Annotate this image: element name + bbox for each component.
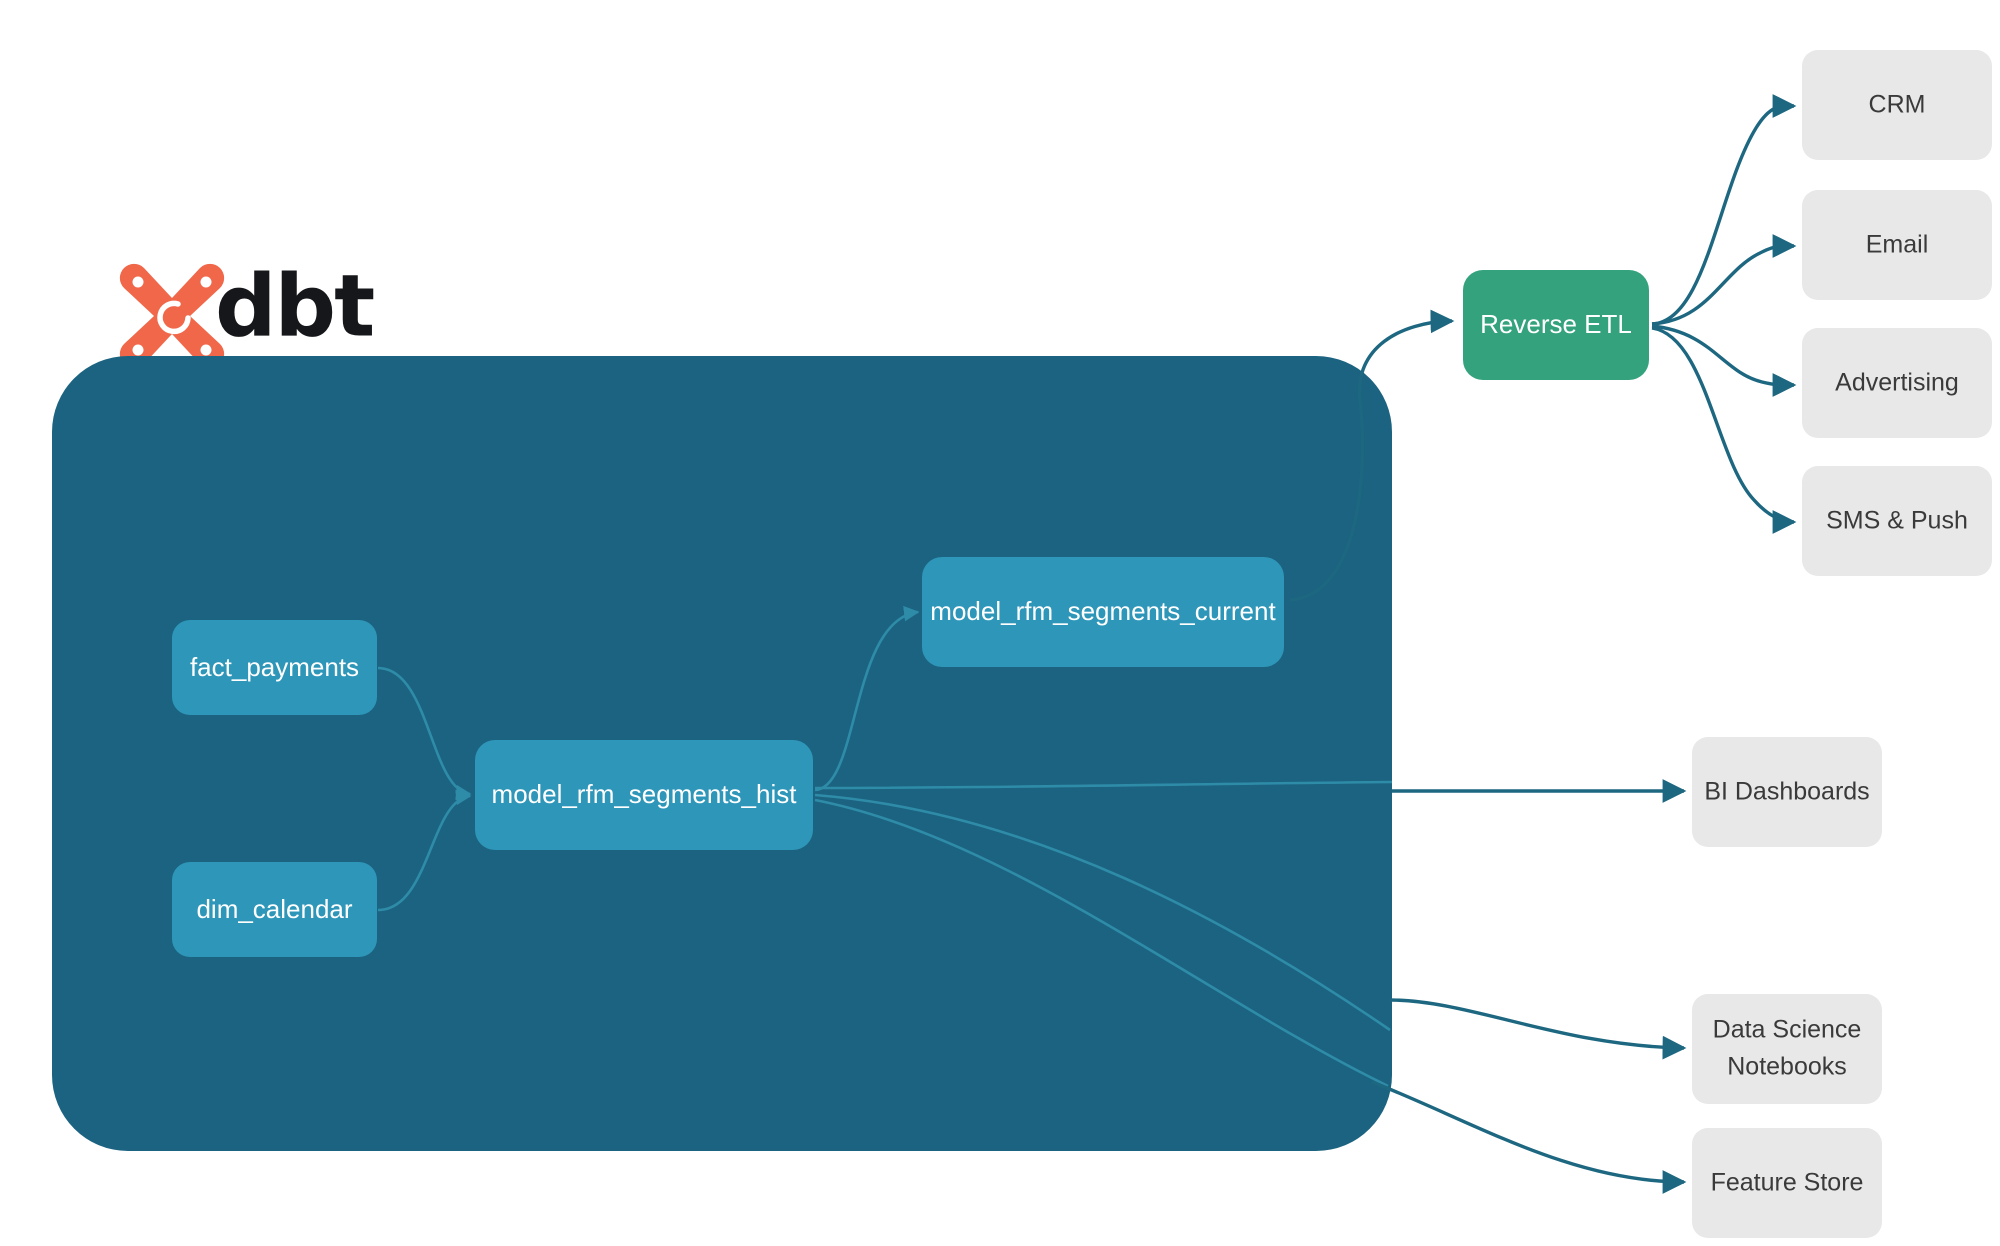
dbt-x-logo-icon	[119, 263, 225, 369]
destination-node-email[interactable]: Email	[1802, 190, 1992, 300]
destination-node-email-label: Email	[1866, 231, 1929, 259]
edge-reverse-etl-to-email	[1651, 234, 1797, 326]
analytics-destination-nodes: BI Dashboards Data Science Notebooks Fea…	[1692, 737, 1882, 1238]
reverse-etl-label: Reverse ETL	[1480, 309, 1632, 339]
model-node-rfm-segments-current[interactable]: model_rfm_segments_current	[922, 557, 1284, 667]
edge-hist-to-right-fan-b	[814, 793, 1391, 1032]
model-node-dim-calendar[interactable]: dim_calendar	[172, 862, 377, 957]
destination-node-sms-push-box[interactable]	[1802, 466, 1992, 576]
edge-hist-to-right-fan-c	[814, 798, 1389, 1088]
destination-node-crm[interactable]: CRM	[1802, 50, 1992, 160]
activation-destination-nodes: CRM Email Advertising SMS & Push	[1802, 50, 1992, 576]
destination-node-feature-store[interactable]: Feature Store	[1692, 1128, 1882, 1238]
edge-reverse-etl-to-advertising	[1651, 324, 1797, 397]
edge-reverse-etl-to-crm	[1651, 94, 1797, 326]
destination-node-advertising[interactable]: Advertising	[1802, 328, 1992, 438]
model-node-fact-payments[interactable]: fact_payments	[172, 620, 377, 715]
destination-node-sms-push[interactable]: SMS & Push	[1802, 466, 1992, 576]
destination-node-feature-store-box[interactable]	[1692, 1128, 1882, 1238]
analytics-edges	[1371, 779, 1687, 1194]
edge-hist-to-right-fan-a	[814, 780, 1393, 790]
model-node-rfm-segments-hist-label: model_rfm_segments_hist	[492, 779, 798, 809]
edge-warehouse-to-data-science-notebooks	[1389, 998, 1687, 1060]
model-node-rfm-segments-hist-box[interactable]	[475, 740, 813, 850]
model-node-rfm-segments-current-label: model_rfm_segments_current	[930, 596, 1276, 626]
destination-node-data-science-notebooks[interactable]: Data Science Notebooks	[1692, 994, 1882, 1104]
edge-hist-to-current	[814, 605, 920, 792]
destination-node-crm-label: CRM	[1869, 91, 1926, 119]
edge-current-to-reverse-etl	[1289, 309, 1455, 602]
destination-node-bi-dashboards-label: BI Dashboards	[1704, 778, 1869, 806]
edge-fact-payments-to-hist	[377, 666, 472, 801]
destination-node-advertising-box[interactable]	[1802, 328, 1992, 438]
edge-dim-calendar-to-hist	[377, 789, 472, 912]
model-node-fact-payments-box[interactable]	[172, 620, 377, 715]
model-node-fact-payments-label: fact_payments	[190, 652, 359, 682]
edge-warehouse-to-feature-store	[1371, 1080, 1687, 1194]
destination-node-crm-box[interactable]	[1802, 50, 1992, 160]
activation-edges	[1651, 94, 1797, 534]
destination-node-data-science-notebooks-label-line1: Data Science	[1713, 1016, 1862, 1044]
destination-node-data-science-notebooks-label-line2: Notebooks	[1727, 1053, 1847, 1081]
destination-node-bi-dashboards-box[interactable]	[1692, 737, 1882, 847]
internal-edges	[377, 605, 1393, 1088]
destination-node-email-box[interactable]	[1802, 190, 1992, 300]
model-node-dim-calendar-label: dim_calendar	[196, 894, 352, 924]
model-node-rfm-segments-hist[interactable]: model_rfm_segments_hist	[475, 740, 813, 850]
dbt-logo-text: dbt	[215, 256, 374, 356]
destination-node-bi-dashboards[interactable]: BI Dashboards	[1692, 737, 1882, 847]
dbt-logo: dbt	[119, 256, 376, 369]
model-node-rfm-segments-current-box[interactable]	[922, 557, 1284, 667]
destination-node-sms-push-label: SMS & Push	[1826, 507, 1968, 535]
reverse-etl-node[interactable]: Reverse ETL	[1463, 270, 1649, 380]
reverse-etl-box[interactable]	[1463, 270, 1649, 380]
destination-node-data-science-notebooks-box[interactable]	[1692, 994, 1882, 1104]
destination-node-feature-store-label: Feature Store	[1711, 1169, 1864, 1197]
destination-node-advertising-label: Advertising	[1835, 369, 1959, 397]
external-edges-top	[1289, 309, 1455, 602]
edge-reverse-etl-to-sms-push	[1651, 326, 1797, 534]
model-node-dim-calendar-box[interactable]	[172, 862, 377, 957]
model-nodes: fact_payments dim_calendar model_rfm_seg…	[172, 557, 1284, 957]
